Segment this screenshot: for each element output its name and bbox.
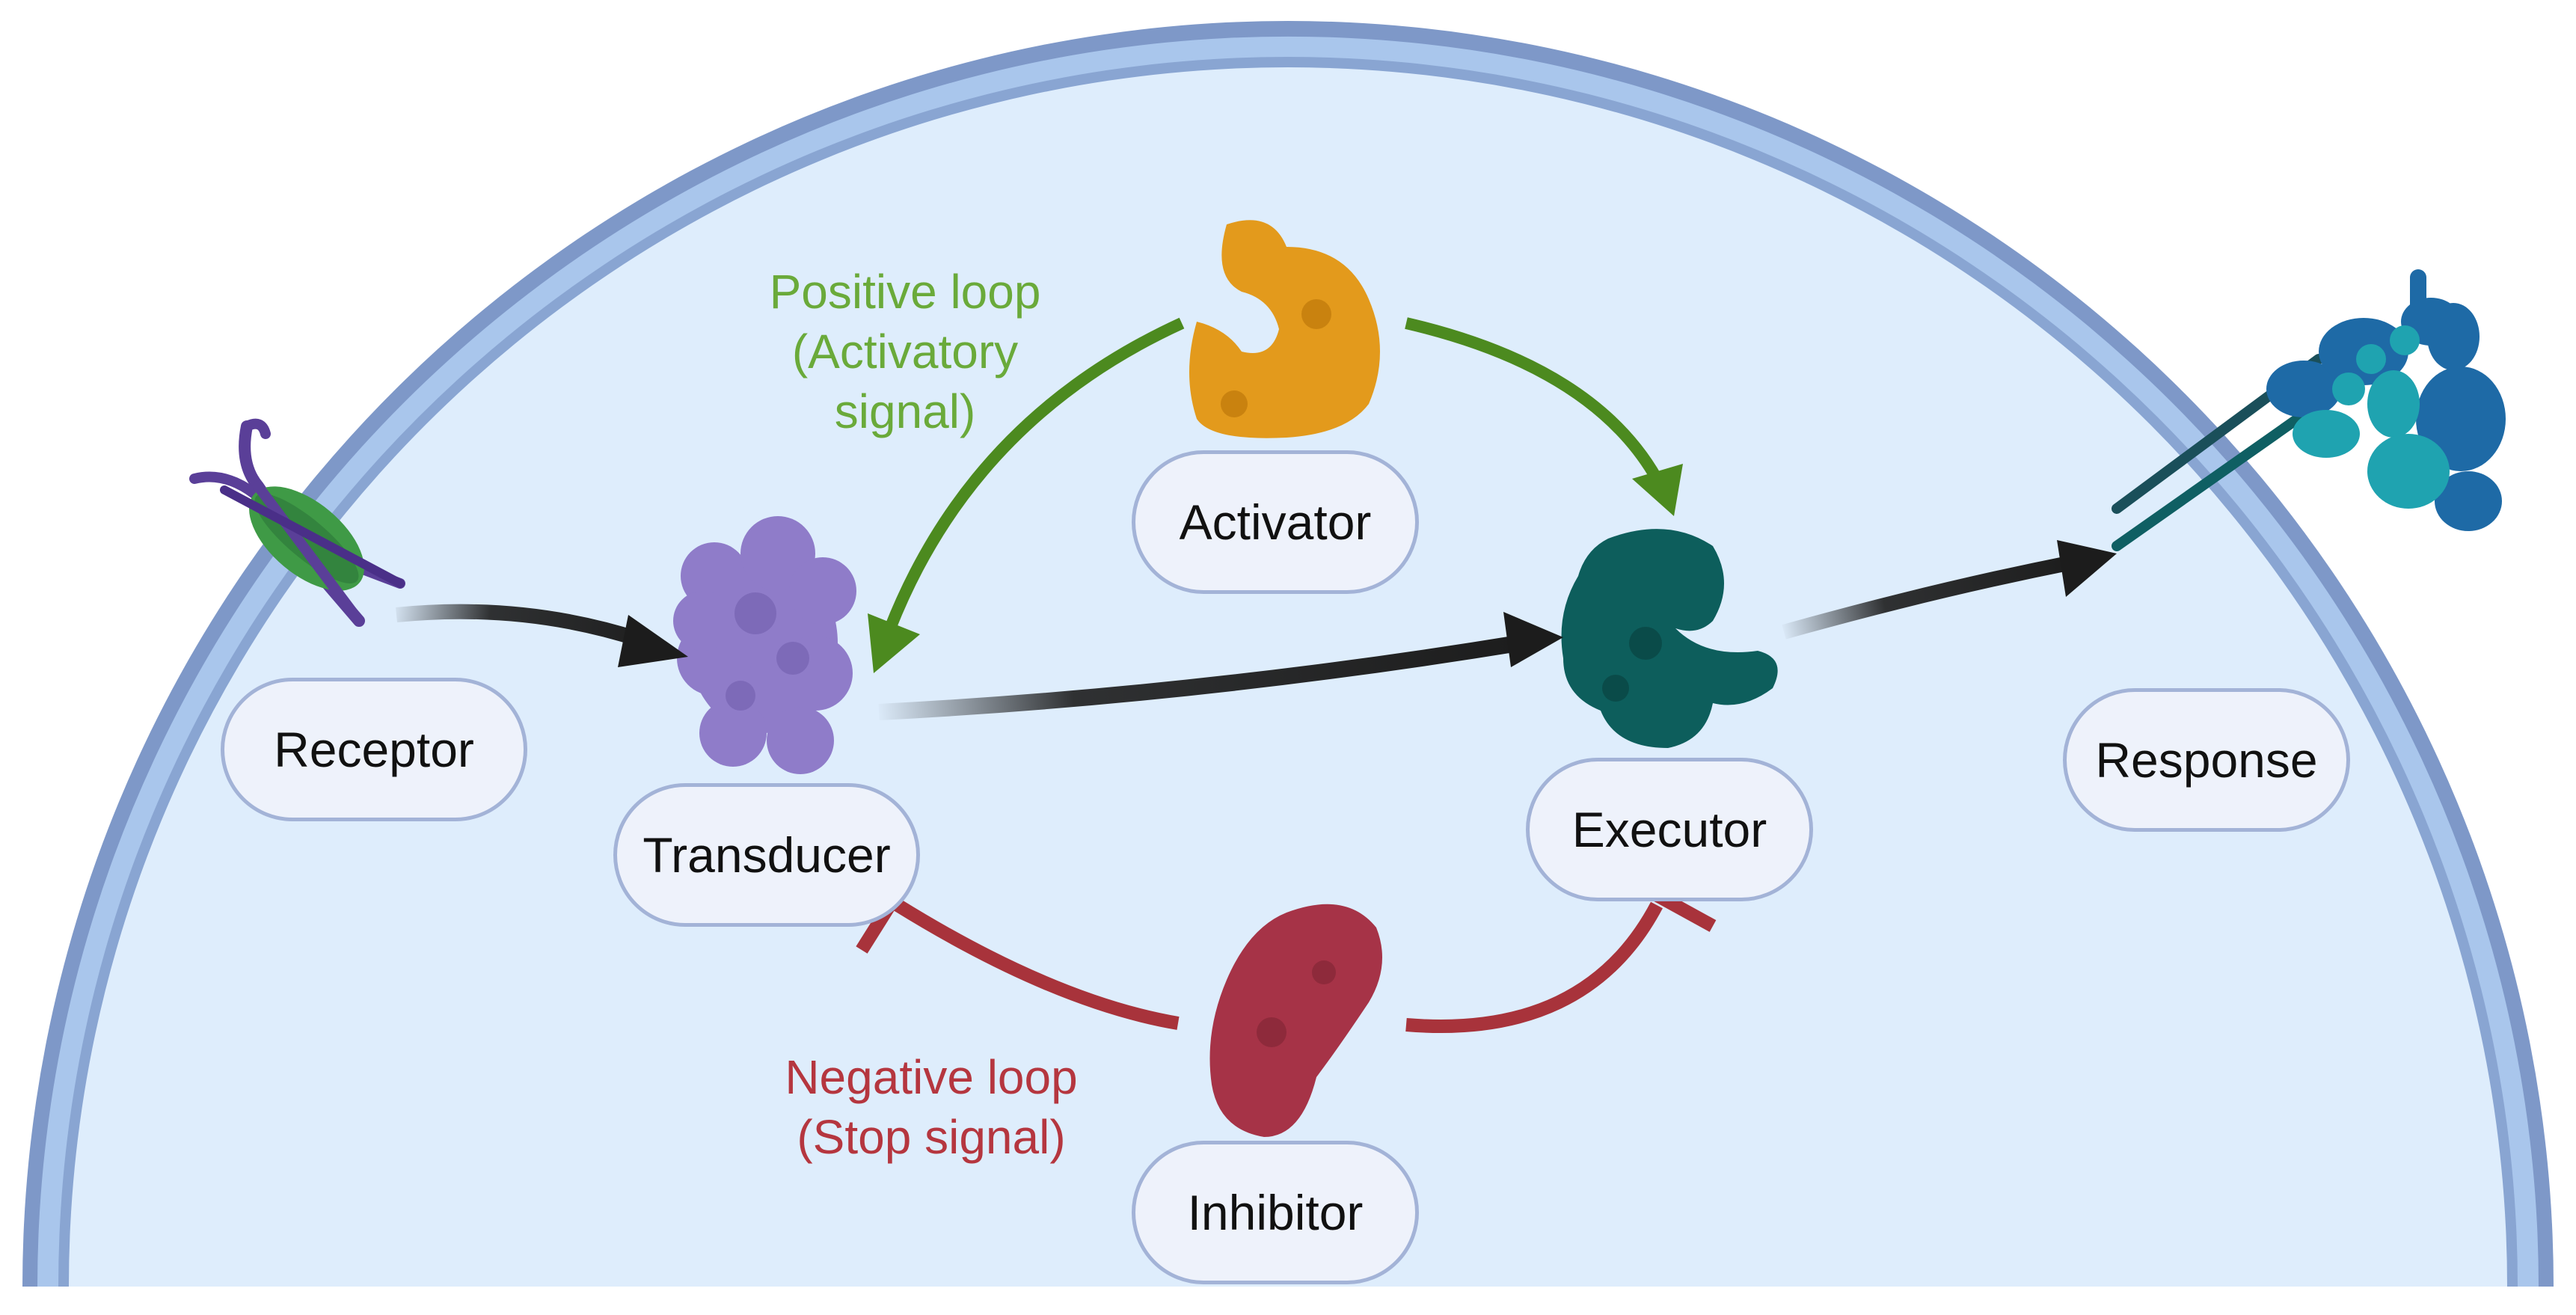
receptor-icon	[189, 418, 405, 627]
response-icon	[2112, 269, 2506, 551]
arrow-activator-to-executor	[1405, 317, 1683, 516]
executor-label: Executor	[1526, 758, 1813, 901]
transducer-label: Transducer	[613, 783, 920, 927]
receptor-label: Receptor	[221, 678, 527, 821]
inhibitor-label: Inhibitor	[1132, 1141, 1419, 1284]
negative-loop-text: Negative loop (Stop signal)	[744, 1047, 1118, 1167]
activator-icon	[1189, 220, 1380, 438]
negative-loop-line2: (Stop signal)	[797, 1110, 1066, 1164]
arrow-transducer-to-executor	[878, 612, 1563, 720]
positive-loop-line1: Positive loop	[769, 265, 1041, 319]
negative-loop-line1: Negative loop	[785, 1050, 1078, 1104]
bottom-strip	[0, 1287, 2576, 1315]
response-label: Response	[2063, 688, 2350, 832]
positive-loop-line2: (Activatory	[791, 325, 1019, 378]
positive-loop-text: Positive loop (Activatory signal)	[718, 262, 1092, 441]
positive-loop-line3: signal)	[834, 384, 976, 438]
activator-label: Activator	[1132, 450, 1419, 594]
arrow-executor-to-response	[1782, 540, 2117, 640]
executor-icon	[1561, 529, 1778, 748]
arrow-receptor-to-transducer	[396, 604, 688, 667]
inhibitor-icon	[1209, 904, 1382, 1137]
transducer-icon	[673, 516, 856, 774]
arrow-activator-to-transducer	[868, 317, 1185, 673]
